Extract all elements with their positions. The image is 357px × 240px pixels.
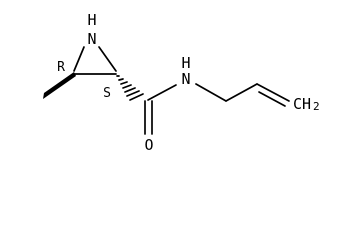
amide-nitrogen-label: N: [181, 70, 190, 88]
bond-carbonyl-to-amide-n: [147, 84, 177, 101]
molecule-canvas: H N H N O CH 2 R S: [43, 11, 320, 154]
hashed-wedge-bond-carbonyl: [116, 75, 144, 101]
terminal-ch2-subscript: 2: [313, 100, 320, 113]
ring-nitrogen-label: N: [87, 30, 96, 48]
stereo-label-left-center: R: [57, 60, 65, 75]
bond-vinyl-double-a: [256, 83, 290, 102]
bond-ch2-to-ch: [225, 83, 258, 102]
wedge-bond-methyl: [43, 72, 76, 99]
molecule-structure: H N H N O CH 2 R S: [43, 11, 320, 154]
ring-nitrogen-h-label: H: [87, 11, 96, 29]
oxygen-label: O: [144, 136, 153, 154]
terminal-ch-label: CH: [293, 95, 311, 113]
bond-ring-n-to-left-carbon: [73, 46, 85, 72]
stereo-label-right-center: S: [103, 86, 111, 101]
bond-vinyl-double-b: [258, 91, 286, 107]
bond-amide-n-to-ch2: [195, 83, 227, 102]
amide-nitrogen-h-label: H: [181, 54, 190, 72]
bond-ring-n-to-right-carbon: [98, 46, 117, 72]
